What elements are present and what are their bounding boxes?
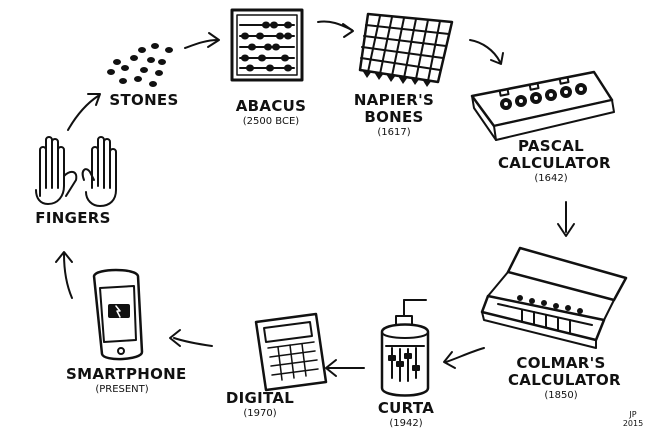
stage-year: (1642) [498,172,604,185]
stage-year: (1850) [508,389,614,402]
arrow-stones-to-abacus [185,33,219,48]
stage-smartphone: SMARTPHONE (PRESENT) [66,366,178,396]
stage-name: ABACUS [226,98,316,115]
signature-initials: JP [618,410,648,419]
napiers-bones-icon [360,14,452,87]
arrow-colmar-to-curta [444,348,484,368]
arrow-digital-to-smartphone [170,330,212,346]
stage-name-line-2: CALCULATOR [498,155,604,172]
stage-name-line-2: BONES [352,109,436,126]
stage-name-line-1: PASCAL [498,138,604,155]
stage-pascal-calculator: PASCAL CALCULATOR (1642) [498,138,604,185]
stage-colmars-calculator: COLMAR'S CALCULATOR (1850) [508,355,614,402]
stage-name: CURTA [374,400,438,417]
abacus-icon [232,10,302,80]
stage-fingers: FINGERS [32,210,114,227]
arrow-napiers-bones-to-pascal [470,40,503,64]
arrow-smartphone-to-fingers [56,252,72,298]
stage-stones: STONES [105,92,183,109]
artist-signature: JP 2015 [618,410,648,428]
stage-name-line-1: COLMAR'S [508,355,614,372]
stage-abacus: ABACUS (2500 BCE) [226,98,316,128]
arrow-curta-to-digital [326,360,364,376]
stage-name-line-1: NAPIER'S [352,92,436,109]
stage-name: STONES [105,92,183,109]
fingers-icon [36,137,116,206]
stage-name: FINGERS [32,210,114,227]
arrow-abacus-to-napiers-bones [318,21,353,37]
stones-icon [107,43,173,87]
stage-year: (PRESENT) [66,383,178,396]
arrow-fingers-to-stones [68,94,100,130]
stage-year: (1970) [222,407,298,420]
digital-calculator-icon [256,314,326,390]
stage-napiers-bones: NAPIER'S BONES (1617) [352,92,436,139]
colmars-calculator-icon [482,248,626,348]
stage-name-line-2: CALCULATOR [508,372,614,389]
stage-curta: CURTA (1942) [374,400,438,430]
arrow-pascal-to-colmar [558,202,574,236]
smartphone-icon [94,270,142,359]
signature-year: 2015 [618,419,648,428]
curta-icon [382,300,428,396]
stage-digital: DIGITAL (1970) [222,390,298,420]
stage-name: SMARTPHONE [66,366,178,383]
stage-year: (2500 BCE) [226,115,316,128]
pascal-calculator-icon [472,72,614,140]
stage-name: DIGITAL [222,390,298,407]
stage-year: (1942) [374,417,438,430]
stage-year: (1617) [352,126,436,139]
